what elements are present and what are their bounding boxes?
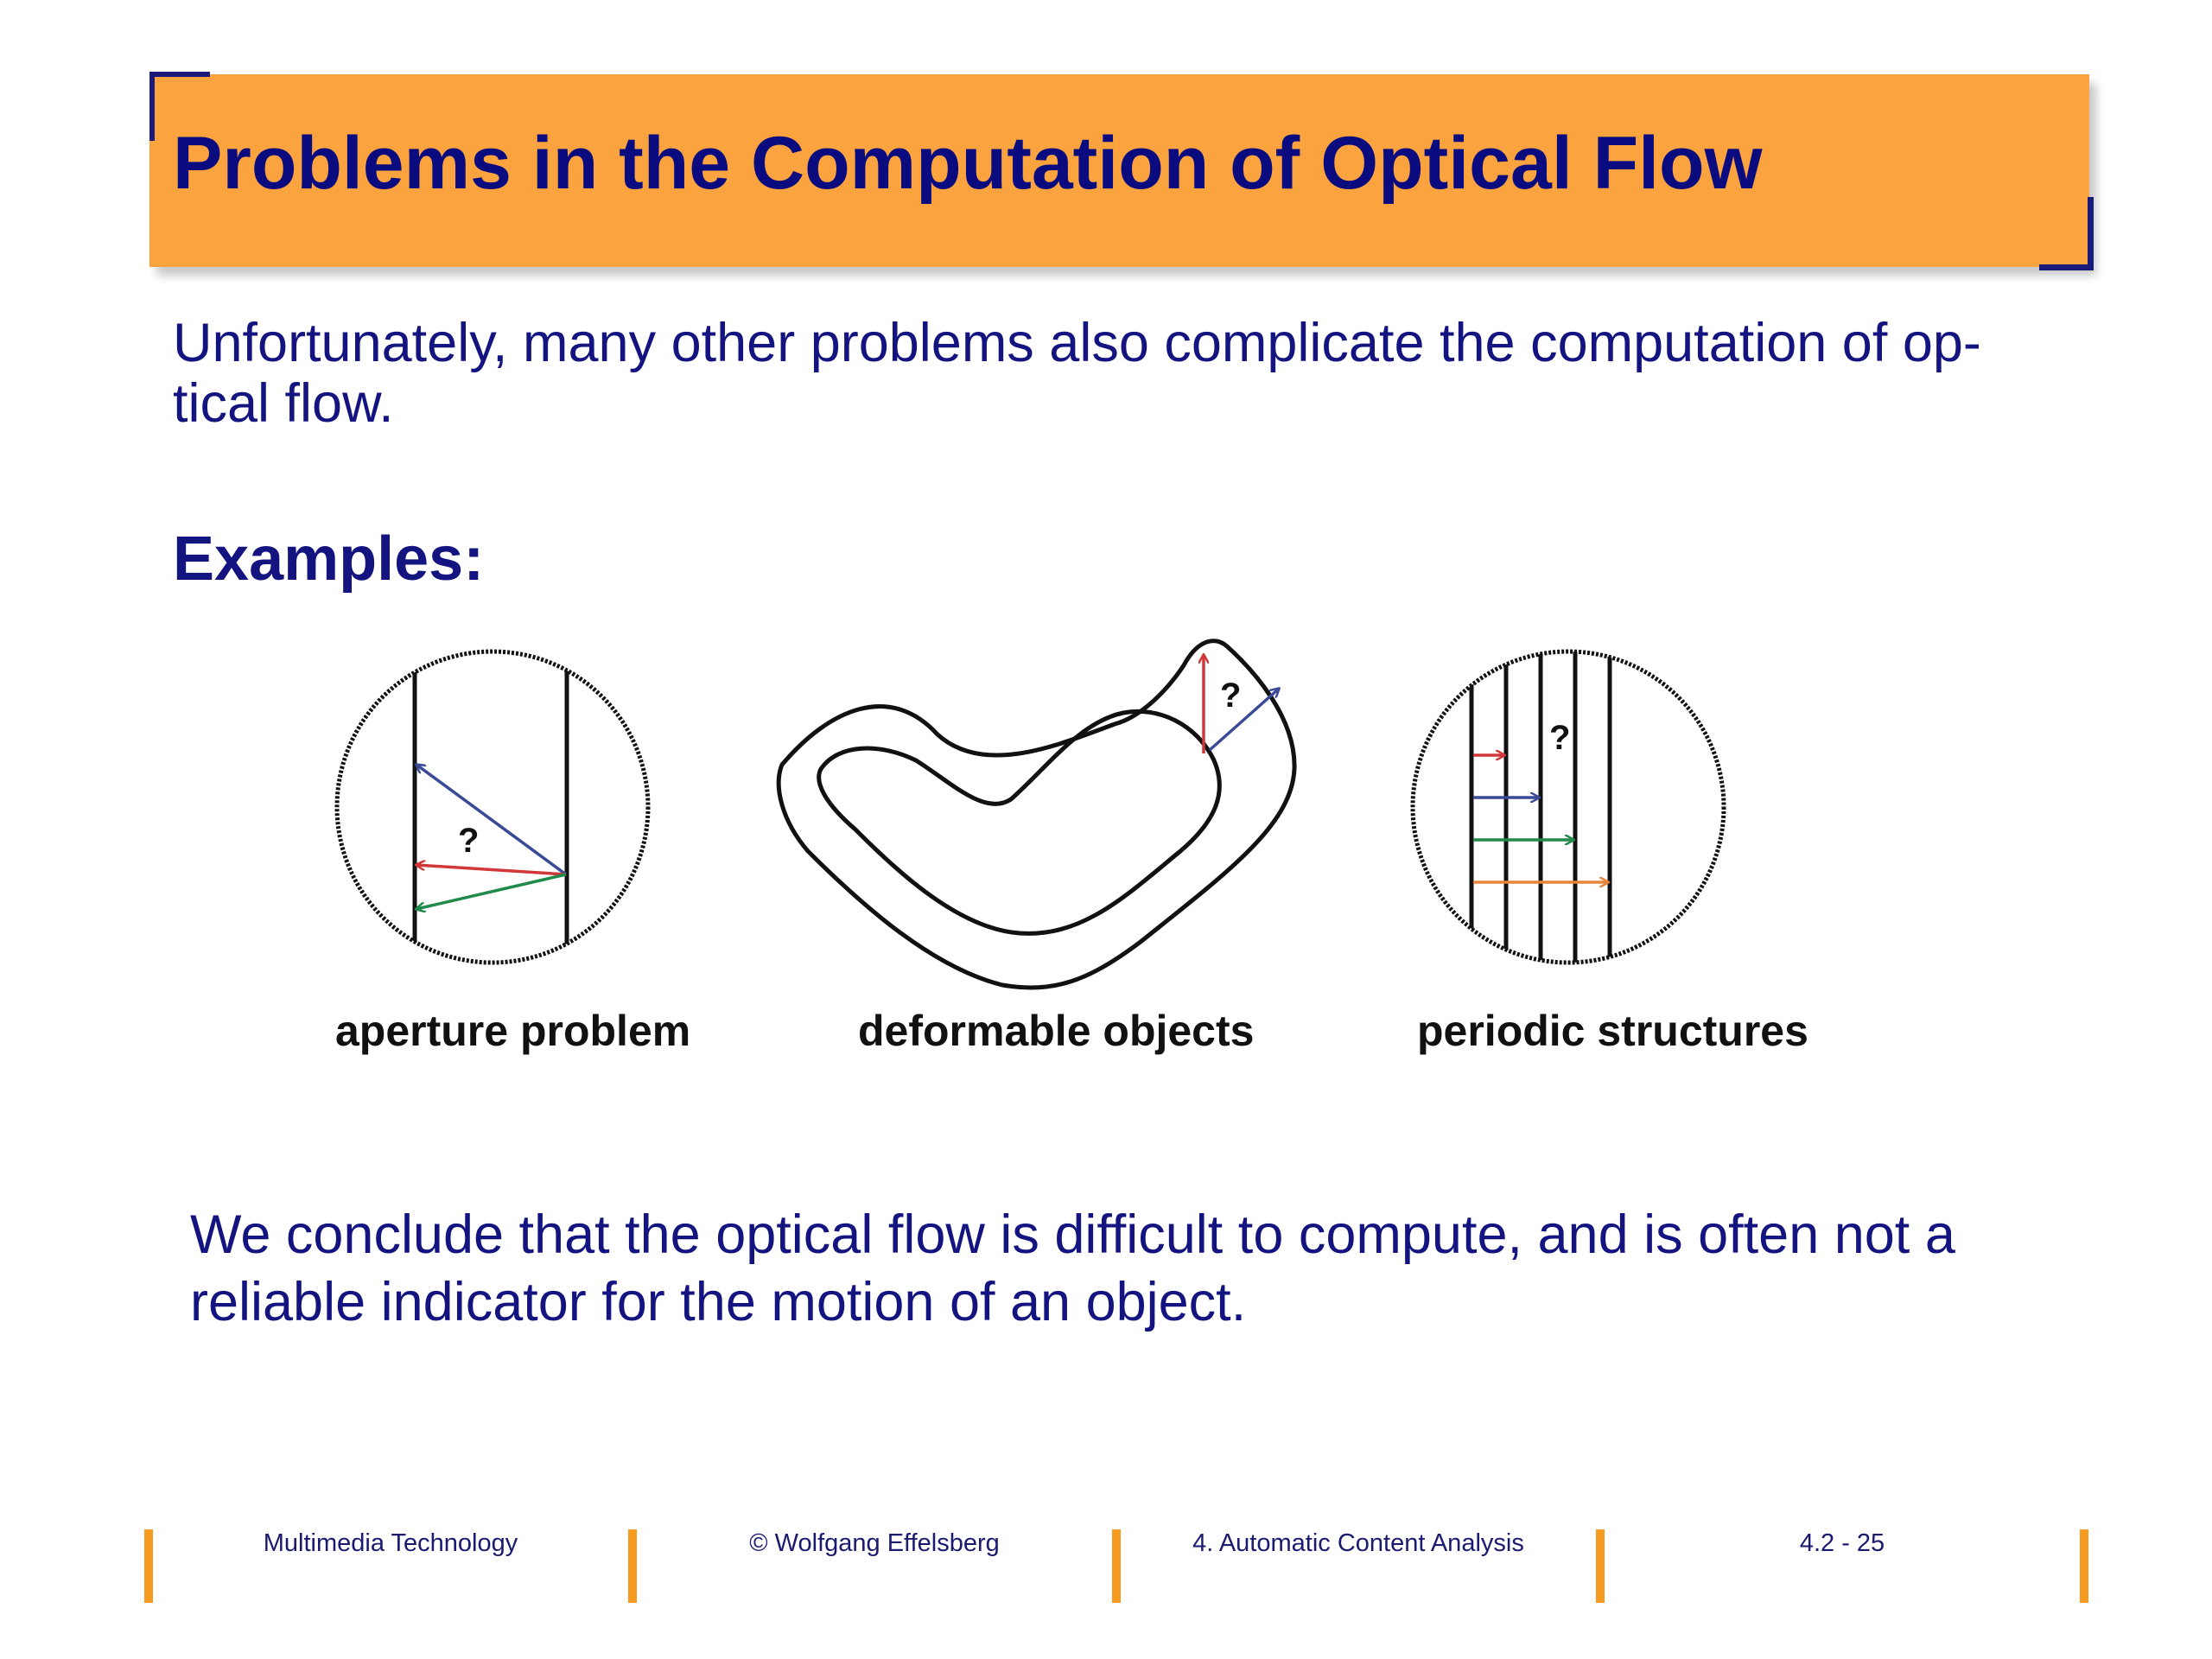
footer-chapter: 4. Automatic Content Analysis [1192,1529,1524,1557]
footer-page-number: 4.2 - 25 [1799,1529,1885,1557]
aperture-green-arrow [416,873,567,909]
periodic-question-mark: ? [1549,719,1570,757]
intro-line-2: tical flow. [173,373,394,434]
deformable-figure: ? [776,639,1297,990]
intro-line-1: Unfortunately, many other problems also … [173,313,1981,373]
periodic-circle [1410,649,1726,965]
footer-divider-4 [1596,1529,1605,1603]
aperture-circle [334,649,651,965]
footer-divider-1 [144,1529,153,1603]
aperture-red-arrow [416,865,567,876]
aperture-figure: ? [334,649,651,965]
deformable-blue-arrow [1208,689,1279,752]
caption-aperture-problem: aperture problem [335,1007,691,1055]
aperture-question-mark: ? [458,822,479,860]
footer-divider-2 [628,1529,637,1603]
caption-deformable-objects: deformable objects [858,1007,1255,1055]
examples-heading: Examples: [173,524,485,594]
intro-text: Unfortunately, many other problems also … [173,313,2100,434]
footer-author: © Wolfgang Effelsberg [749,1529,1000,1557]
footer-divider-3 [1112,1529,1121,1603]
slide-title: Problems in the Computation of Optical F… [173,122,1763,205]
conclusion-text: We conclude that the optical flow is dif… [190,1201,2091,1336]
conclusion-line-2: reliable indicator for the motion of an … [190,1272,1247,1332]
title-bar [149,74,2089,267]
title-corner-top-left [149,72,210,141]
deformable-outer-contour [776,639,1297,990]
aperture-blue-arrow [416,765,568,876]
title-corner-bottom-right [2039,197,2094,270]
footer-course: Multimedia Technology [263,1529,518,1557]
footer-divider-5 [2080,1529,2088,1603]
deformable-inner-contour [817,709,1222,936]
conclusion-line-1: We conclude that the optical flow is dif… [190,1205,1955,1265]
caption-periodic-structures: periodic structures [1417,1007,1808,1055]
deformable-question-mark: ? [1220,677,1241,715]
periodic-figure: ? [1410,649,1726,965]
